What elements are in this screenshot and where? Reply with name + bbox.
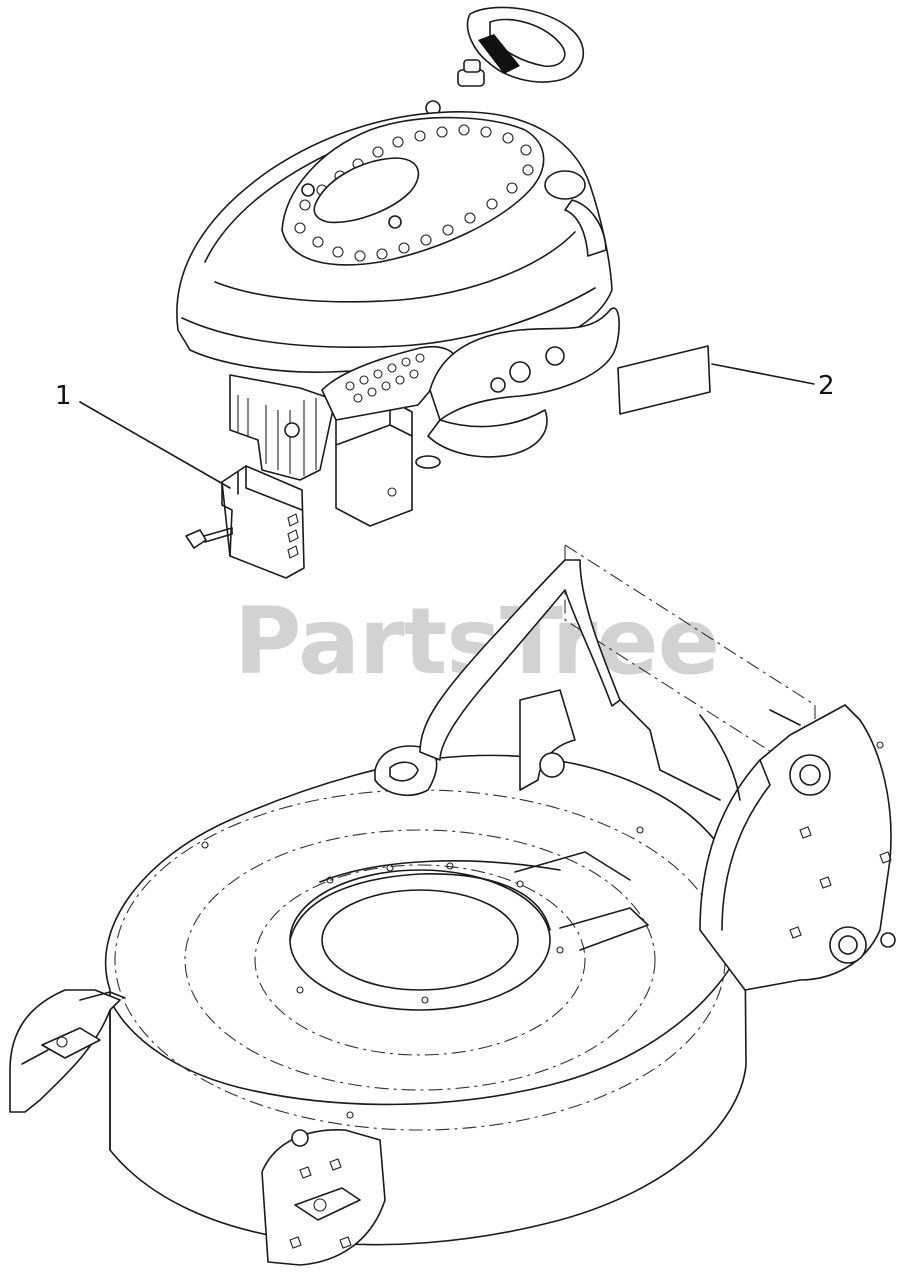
callout-2-leader: [711, 363, 815, 385]
engine-assembly-icon[interactable]: [176, 6, 620, 527]
decal-label-icon[interactable]: [617, 345, 711, 415]
bracket-shield-icon[interactable]: [185, 465, 305, 579]
callout-label-2: 2: [818, 371, 835, 401]
callout-1-leader: [79, 401, 231, 489]
mower-deck-icon[interactable]: [9, 543, 896, 1266]
callout-label-1: 1: [55, 381, 72, 411]
